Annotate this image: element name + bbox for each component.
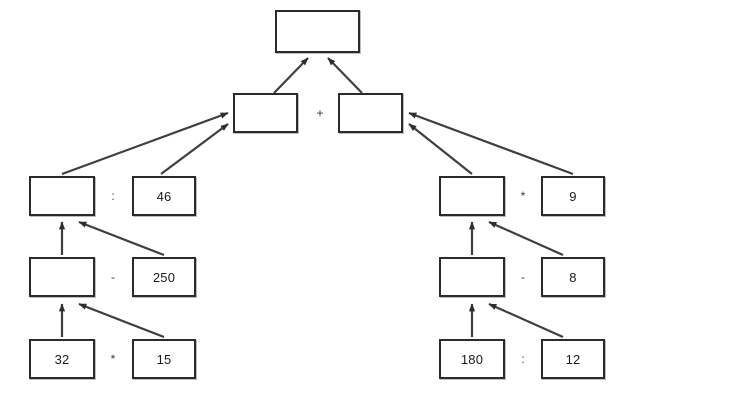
node-r4-right[interactable]: 12 — [541, 339, 605, 379]
node-r3-right[interactable]: 8 — [541, 257, 605, 297]
node-label-r4-left: 180 — [460, 351, 484, 367]
node-l4-left[interactable]: 32 — [29, 339, 95, 379]
edge-r2right-to-midright — [408, 111, 574, 176]
edge-l3right-to-l2left — [78, 220, 165, 257]
node-mid-left[interactable] — [233, 93, 298, 133]
operator-op-root: + — [316, 106, 324, 120]
node-r2-left[interactable] — [439, 176, 505, 216]
node-l2-left[interactable] — [29, 176, 95, 216]
node-label-r2-right: 9 — [569, 188, 577, 204]
operator-op-l4: * — [110, 352, 116, 366]
operator-op-l3: - — [111, 270, 115, 284]
edge-l2right-to-midleft — [160, 123, 229, 175]
node-l3-right[interactable]: 250 — [132, 257, 196, 297]
operator-op-r2: * — [520, 189, 526, 203]
operator-op-l2: : — [111, 189, 115, 203]
node-label-l3-right: 250 — [152, 269, 176, 285]
node-mid-right[interactable] — [338, 93, 403, 133]
node-r4-left[interactable]: 180 — [439, 339, 505, 379]
operator-op-r3: - — [521, 270, 525, 284]
node-label-l4-left: 32 — [54, 351, 70, 367]
edge-r4right-to-r3left — [488, 302, 564, 339]
node-r2-right[interactable]: 9 — [541, 176, 605, 216]
node-l4-right[interactable]: 15 — [132, 339, 196, 379]
node-root[interactable] — [275, 10, 360, 53]
node-label-r4-right: 12 — [565, 351, 581, 367]
edge-l4right-to-l3left — [78, 302, 165, 339]
node-label-r3-right: 8 — [569, 269, 577, 285]
node-label-l4-right: 15 — [156, 351, 172, 367]
node-l2-right[interactable]: 46 — [132, 176, 196, 216]
node-label-l2-right: 46 — [156, 188, 172, 204]
node-r3-left[interactable] — [439, 257, 505, 297]
edge-midleft-to-root — [273, 57, 309, 94]
edge-l2left-to-midleft — [61, 111, 229, 176]
operator-op-r4: : — [521, 352, 525, 366]
node-l3-left[interactable] — [29, 257, 95, 297]
edge-r3right-to-r2left — [488, 220, 564, 257]
edge-midright-to-root — [327, 57, 363, 94]
edge-r2left-to-midright — [408, 123, 473, 175]
